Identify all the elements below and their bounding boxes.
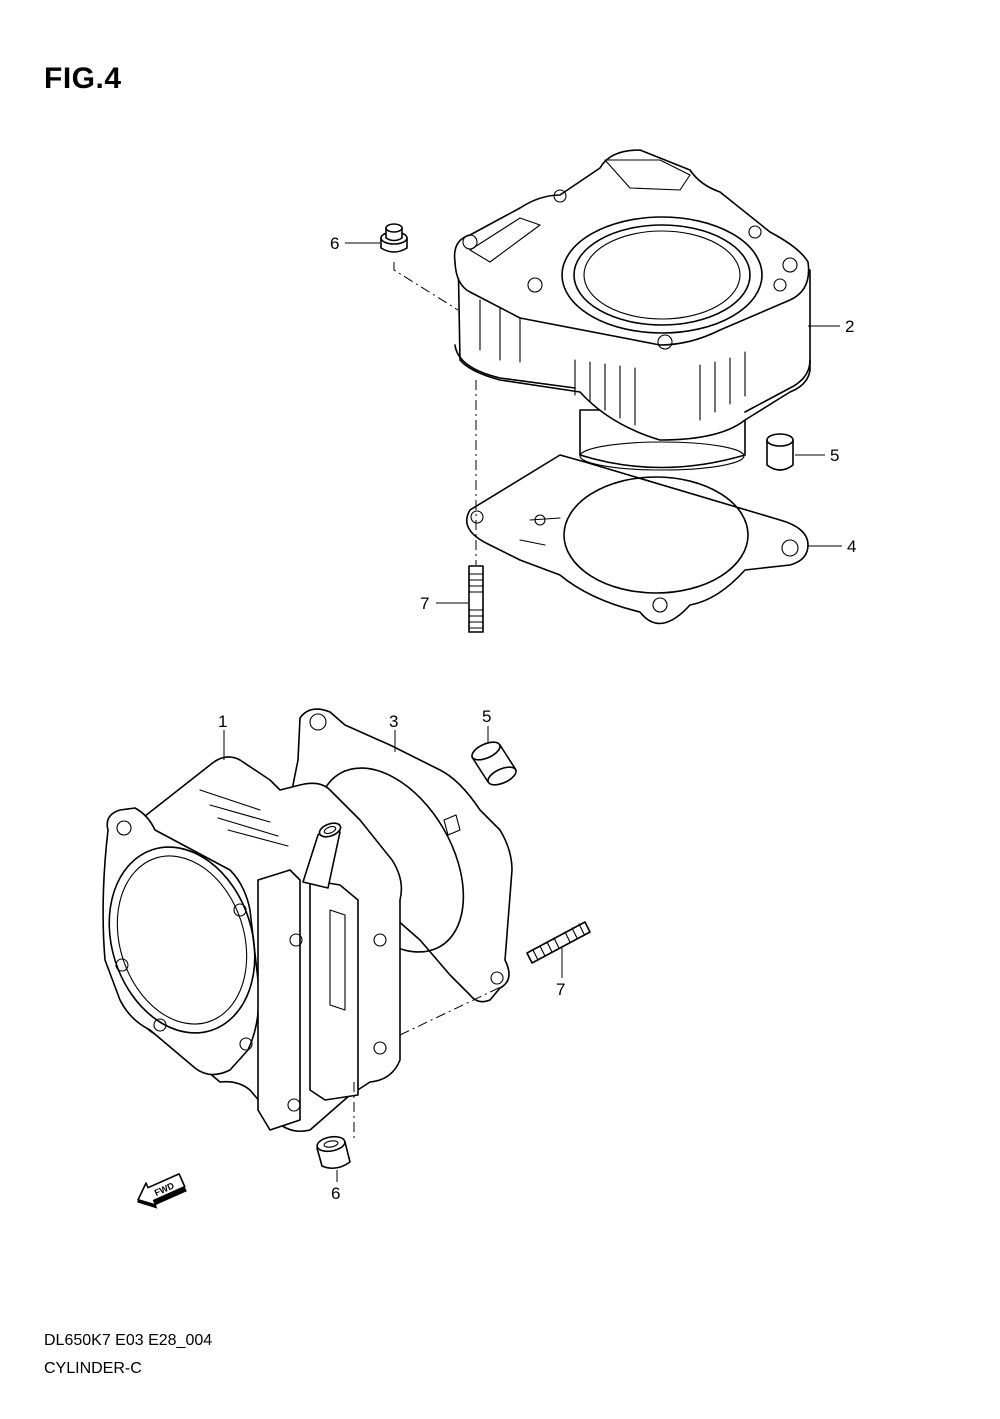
nut-lower [316,1135,351,1170]
cylinder-bottom-view [102,756,403,1133]
diagram-name: CYLINDER-C [44,1360,142,1377]
stud-bolt-upper [468,565,484,633]
callout-lower-7: 7 [556,980,565,999]
dowel-pin-lower [471,741,517,786]
base-gasket-top-view [465,454,809,625]
forward-arrow-icon: FWD [137,1173,187,1209]
callout-upper-6: 6 [330,234,339,253]
stud-bolt-lower [526,921,591,964]
figure-title: FIG.4 [44,62,122,95]
callout-upper-2: 2 [845,317,854,336]
callout-lower-5: 5 [482,707,491,726]
nut-upper [380,223,408,253]
callout-upper-4: 4 [847,537,856,556]
callout-lower-6: 6 [331,1184,340,1203]
callout-upper-5: 5 [830,446,839,465]
diagram-code: DL650K7 E03 E28_004 [44,1332,213,1349]
cylinder-top-view [453,149,811,471]
callout-lower-3: 3 [389,712,398,731]
dowel-pin-upper [766,433,794,471]
callout-upper-7: 7 [420,594,429,613]
callout-lower-1: 1 [218,712,227,731]
